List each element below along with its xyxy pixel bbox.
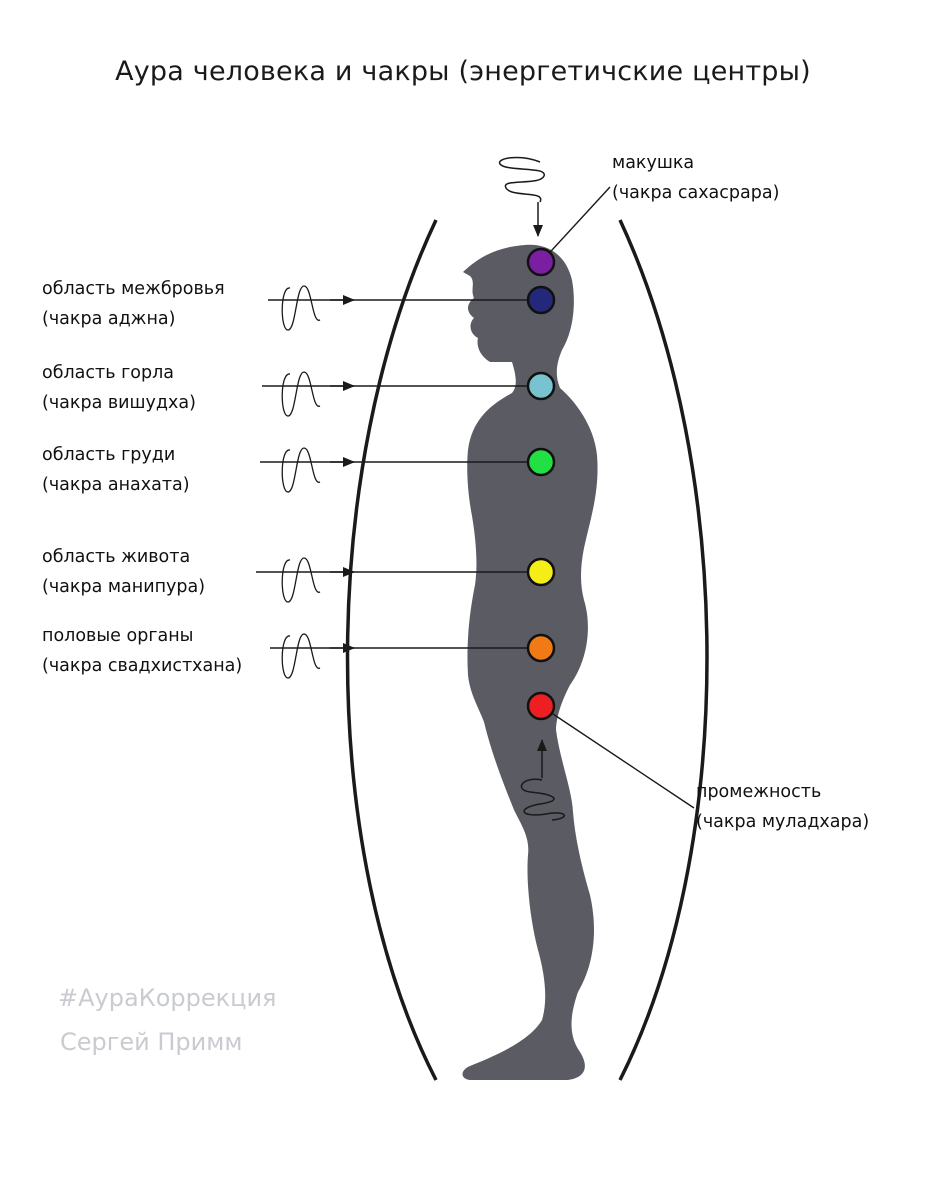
chakra-dot-sahasrara (526, 247, 556, 277)
energy-wave-svadhisthana (281, 633, 321, 679)
label-manipura: область живота (чакра манипура) (42, 542, 205, 602)
label-ajna-name: (чакра аджна) (42, 309, 176, 329)
label-sahasrara-area: макушка (612, 153, 695, 173)
energy-wave-anahata (281, 447, 321, 493)
chakra-dot-manipura (526, 557, 556, 587)
chakra-dot-svadhisthana (526, 633, 556, 663)
aura-left-arc (345, 219, 438, 1081)
label-svadhisthana: половые органы (чакра свадхистхана) (42, 621, 242, 681)
leader-line-muladhara (540, 705, 695, 809)
label-sahasrara: макушка (чакра сахасрара) (612, 148, 779, 208)
energy-wave-ajna (281, 285, 321, 331)
label-anahata-area: область груди (42, 445, 176, 465)
diagram-title: Аура человека и чакры (энергетичские цен… (115, 56, 811, 87)
chakra-dot-vishuddha (526, 371, 556, 401)
aura-right-arc (618, 219, 709, 1081)
human-silhouette (462, 244, 598, 1081)
label-vishuddha-area: область горла (42, 363, 175, 383)
chakra-dot-anahata (526, 447, 556, 477)
root-energy-wave (520, 778, 565, 821)
label-muladhara: промежность (чакра муладхара) (696, 777, 869, 837)
label-vishuddha: область горла (чакра вишудха) (42, 358, 196, 418)
chakra-dot-muladhara (526, 691, 556, 721)
label-muladhara-name: (чакра муладхара) (696, 812, 870, 832)
watermark-hashtag: #АураКоррекция (58, 984, 277, 1012)
label-ajna-area: область межбровья (42, 279, 225, 299)
label-sahasrara-name: (чакра сахасрара) (612, 183, 780, 203)
label-anahata: область груди (чакра анахата) (42, 440, 190, 500)
chakra-dot-ajna (526, 285, 556, 315)
label-anahata-name: (чакра анахата) (42, 475, 190, 495)
label-muladhara-area: промежность (696, 782, 822, 802)
watermark-author: Сергей Примм (60, 1028, 243, 1056)
label-svadhisthana-name: (чакра свадхистхана) (42, 656, 243, 676)
label-manipura-name: (чакра манипура) (42, 577, 206, 597)
leader-line-sahasrara (540, 186, 611, 263)
label-ajna: область межбровья (чакра аджна) (42, 274, 225, 334)
energy-wave-manipura (281, 557, 321, 603)
label-svadhisthana-area: половые органы (42, 626, 194, 646)
label-vishuddha-name: (чакра вишудха) (42, 393, 196, 413)
energy-wave-vishuddha (281, 371, 321, 417)
label-manipura-area: область живота (42, 547, 191, 567)
crown-energy-wave (499, 156, 545, 203)
